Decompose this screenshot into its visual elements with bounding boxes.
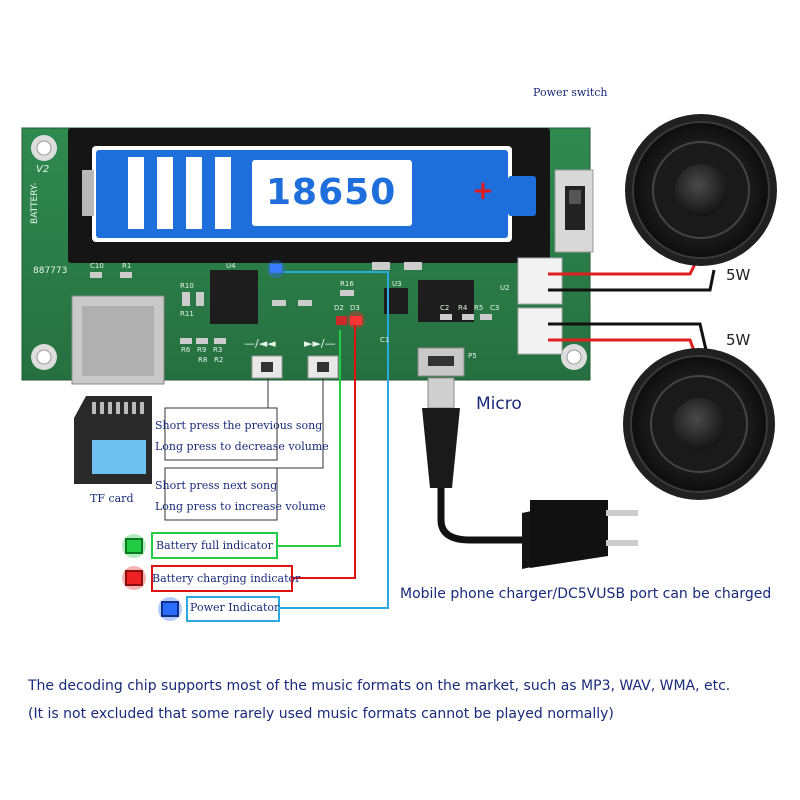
footer-line2: (It is not excluded that some rarely use… [28,706,614,722]
silk-part: U2 [500,284,510,292]
speaker-bottom-power: 5W [726,331,751,349]
tf-card-icon [74,396,152,484]
speaker-top [625,114,777,266]
silk-part: R6 [181,346,191,354]
speaker-connector-bottom [517,307,563,355]
silk-part: P5 [468,352,477,360]
silk-id: 887773 [33,266,68,276]
silk-prev: —/◄◄ [244,337,276,350]
smd-components [90,262,492,344]
silk-v2: V2 [36,164,50,175]
full-led [336,316,347,325]
silk-part: R4 [458,304,468,312]
battery-plus-icon: + [472,176,494,206]
battery-level-bars [128,157,231,229]
silk-part: C3 [490,304,500,312]
micro-label: Micro [476,394,522,414]
tf-card-label: TF card [90,492,134,505]
silk-part: U4 [226,262,236,270]
footer-line1: The decoding chip supports most of the m… [28,678,731,694]
silk-part: R9 [197,346,207,354]
next-callout-line2: Long press to increase volume [155,500,326,513]
led-green-icon [122,534,146,558]
silk-part: R16 [340,280,354,288]
power-indicator-label: Power Indicator [190,601,280,614]
power-switch-label: Power switch [533,86,608,99]
silk-part: R5 [474,304,484,312]
silk-part: R3 [213,346,223,354]
silk-part: R2 [214,356,224,364]
silk-part: C2 [440,304,450,312]
battery-label: 18650 [266,172,397,213]
silk-part: C1 [380,336,390,344]
prev-callout-line1: Short press the previous song [155,419,323,432]
silk-part: C10 [90,262,104,270]
chip-u4 [210,270,258,324]
silk-part: R10 [180,282,194,290]
speaker-connector-top [517,257,563,305]
led-red-icon [122,566,146,590]
pcb-board [21,127,594,385]
silk-next: ►►/— [304,337,336,350]
silk-part: R11 [180,310,194,318]
speaker-top-power: 5W [726,266,751,284]
silk-part: R1 [122,262,132,270]
silk-battery: BATTERY- [30,182,40,224]
silk-part: D3 [350,304,360,312]
power-led [270,264,282,273]
usb-charger-cable [422,377,638,570]
speaker-bottom [623,348,775,500]
prev-callout-line2: Long press to decrease volume [155,440,329,453]
battery-full-label: Battery full indicator [156,539,273,552]
battery-charging-label: Battery charging indicator [152,572,301,585]
charging-led [350,316,362,325]
silk-part: U3 [392,280,402,288]
silk-part: R8 [198,356,208,364]
next-callout-line1: Short press next song [155,479,278,492]
mounting-hole-icon [31,135,587,370]
silk-part: D2 [334,304,344,312]
led-blue-icon [158,597,182,621]
callout-lines [151,271,389,622]
charger-note: Mobile phone charger/DC5VUSB port can be… [400,586,772,602]
